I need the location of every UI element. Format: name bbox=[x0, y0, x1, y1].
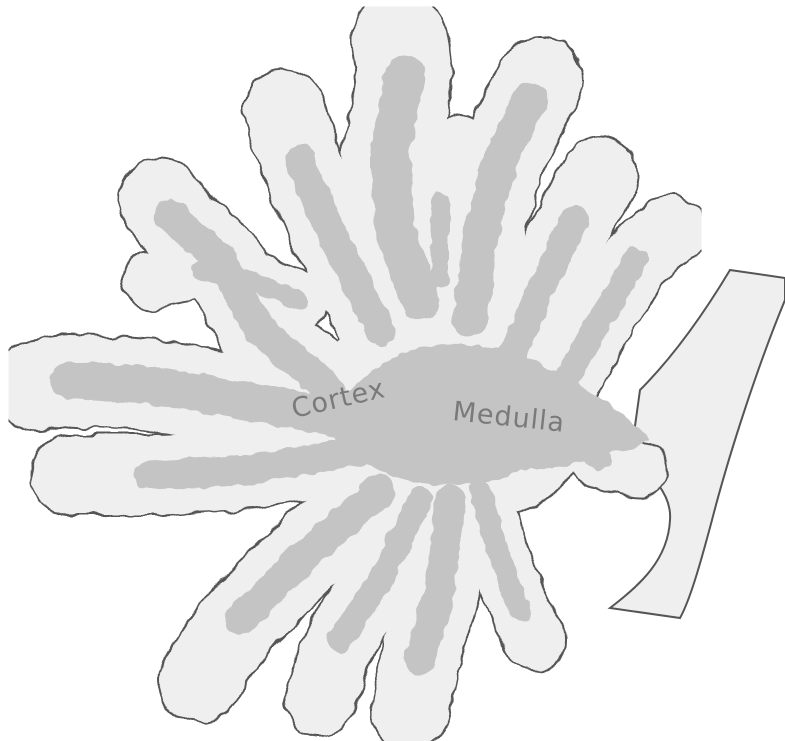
cerebellum-illustration: Cortex Medulla bbox=[0, 0, 785, 741]
diagram-canvas: Cortex Medulla bbox=[0, 0, 785, 741]
